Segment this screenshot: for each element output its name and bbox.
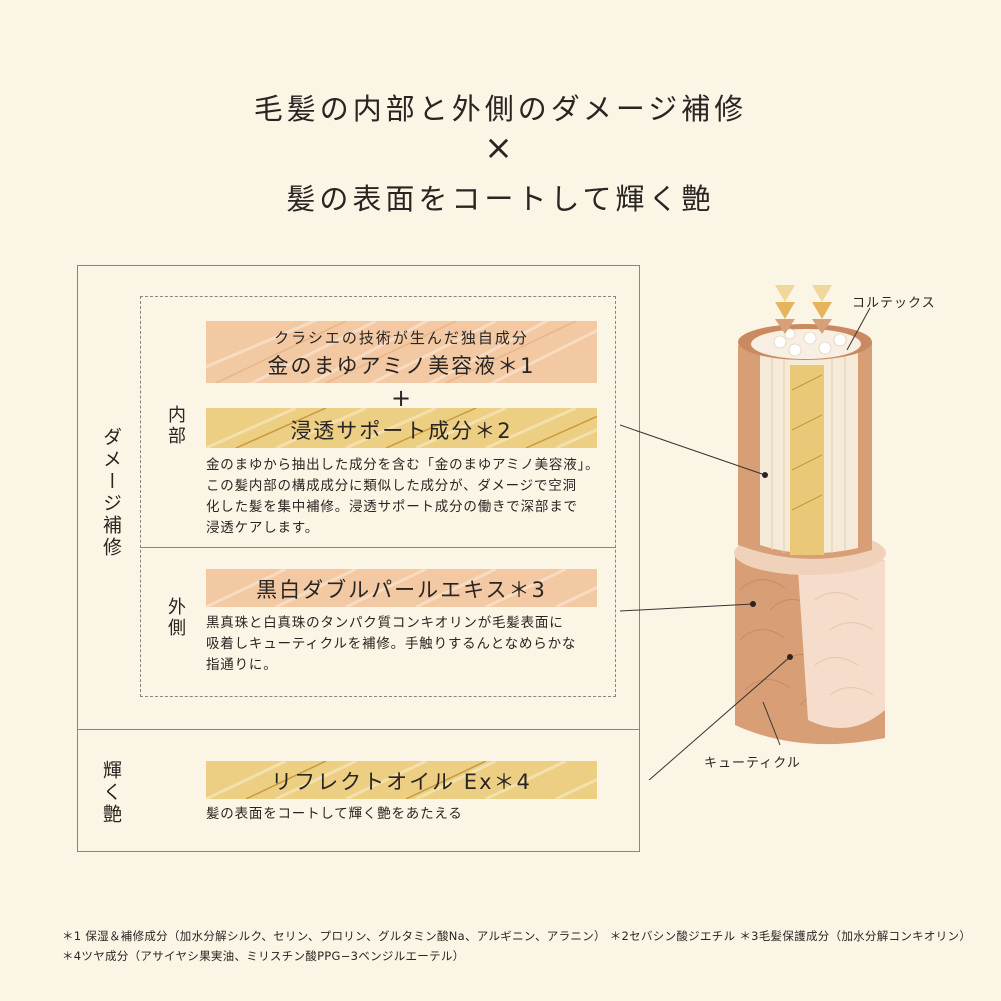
divider-damage-shine <box>77 729 640 730</box>
cortex-label: コルテックス <box>852 296 936 311</box>
banner-penetration-title: 浸透サポート成分＊2 <box>290 419 513 443</box>
inner-desc-line: 浸透ケアします。 <box>206 520 320 536</box>
cuticle-label: キューティクル <box>704 756 801 771</box>
banner-texture <box>206 321 597 383</box>
banner-golden-cocoon-amino: クラシエの技術が生んだ独自成分 金のまゆアミノ美容液＊1 <box>206 321 597 383</box>
outer-desc-line: 吸着しキューティクルを補修。手触りするんとなめらかな <box>206 636 577 652</box>
ingredients-panel <box>77 265 640 852</box>
footnote-line-1: ＊1 保湿＆補修成分（加水分解シルク、セリン、プロリン、グルタミン酸Na、アルギ… <box>62 929 972 943</box>
hair-structure-illustration <box>620 285 886 780</box>
label-damage-repair: ダメージ補修 <box>100 427 122 559</box>
outer-description: 黒真珠と白真珠のタンパク質コンキオリンが毛髪表面に 吸着しキューティクルを補修。… <box>206 613 616 676</box>
headline-line-2: 髪の表面をコートして輝く艶 <box>286 182 715 216</box>
label-inner: 内部 <box>165 405 186 447</box>
label-shine: 輝く艶 <box>100 760 122 826</box>
inner-desc-line: この髪内部の構成成分に類似した成分が、ダメージで空洞 <box>206 478 577 494</box>
cuticle-peel <box>798 560 885 728</box>
banner-black-white-pearl: 黒白ダブルパールエキス＊3 <box>206 569 597 607</box>
label-outer: 外側 <box>165 597 186 639</box>
headline-line-1: 毛髪の内部と外側のダメージ補修 <box>253 92 748 126</box>
penetration-arrows <box>775 285 832 334</box>
banner-golden-cocoon-sub: クラシエの技術が生んだ独自成分 <box>274 329 529 347</box>
banner-golden-cocoon-title: 金のまゆアミノ美容液＊1 <box>267 354 536 378</box>
banner-reflect-oil: リフレクトオイル Ex＊4 <box>206 761 597 799</box>
banner-texture <box>206 408 597 448</box>
banner-pearl-title: 黒白ダブルパールエキス＊3 <box>256 578 547 602</box>
footnote-line-2: ＊4ツヤ成分（アサイヤシ果実油、ミリスチン酸PPG−3ベンジルエーテル） <box>62 949 465 963</box>
banner-reflect-oil-title: リフレクトオイル Ex＊4 <box>271 770 532 794</box>
damage-repair-panel <box>140 296 616 697</box>
banner-texture <box>206 569 597 607</box>
banner-texture <box>206 761 597 799</box>
shine-description: 髪の表面をコートして輝く艶をあたえる <box>206 806 463 822</box>
divider-inner-outer <box>140 547 616 548</box>
cortex-core <box>790 365 824 555</box>
plus-sign: + <box>391 384 412 412</box>
inner-desc-line: 化した髪を集中補修。浸透サポート成分の働きで深部まで <box>206 499 578 515</box>
outer-desc-line: 黒真珠と白真珠のタンパク質コンキオリンが毛髪表面に <box>206 615 564 631</box>
inner-desc-line: 金のまゆから抽出した成分を含む「金のまゆアミノ美容液」。 <box>206 457 600 473</box>
inner-description: 金のまゆから抽出した成分を含む「金のまゆアミノ美容液」。 この髪内部の構成成分に… <box>206 455 616 539</box>
banner-penetration-support: 浸透サポート成分＊2 <box>206 408 597 448</box>
outer-desc-line: 指通りに。 <box>206 657 278 673</box>
headline-times: × <box>484 128 517 168</box>
